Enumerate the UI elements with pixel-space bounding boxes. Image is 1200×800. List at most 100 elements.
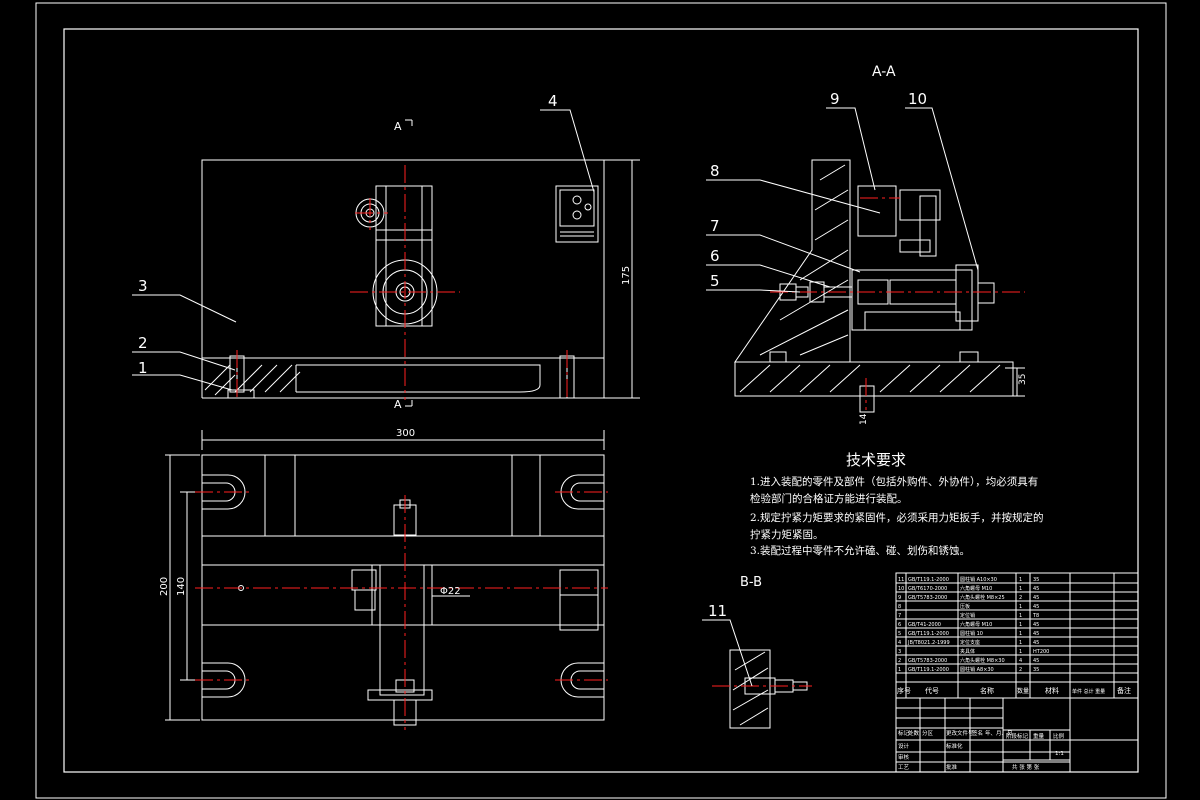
svg-text:审核: 审核 xyxy=(898,753,910,761)
fit-note: Φ22 xyxy=(440,586,461,597)
balloon-9: 9 xyxy=(830,90,840,108)
svg-text:45: 45 xyxy=(1033,604,1039,610)
svg-text:2: 2 xyxy=(898,658,901,664)
dim-175: 175 xyxy=(621,266,632,285)
svg-text:GB/T41-2000: GB/T41-2000 xyxy=(908,622,941,628)
svg-text:圆柱销 A10×30: 圆柱销 A10×30 xyxy=(960,576,997,583)
dim-140: 140 xyxy=(176,577,187,596)
svg-text:名称: 名称 xyxy=(980,686,994,695)
svg-text:材料: 材料 xyxy=(1045,686,1059,695)
dim-35: 35 xyxy=(1018,374,1028,385)
svg-text:1: 1 xyxy=(1019,586,1022,592)
svg-text:六角头螺栓 M8×25: 六角头螺栓 M8×25 xyxy=(960,594,1005,601)
top-centerlines xyxy=(195,491,608,730)
balloon-7: 7 xyxy=(710,217,720,235)
svg-text:1: 1 xyxy=(1019,577,1022,583)
svg-text:45: 45 xyxy=(1033,640,1039,646)
balloon-4: 4 xyxy=(548,92,558,110)
svg-text:定位销: 定位销 xyxy=(960,612,975,619)
balloon-3: 3 xyxy=(138,277,148,295)
svg-text:圆柱销 A8×30: 圆柱销 A8×30 xyxy=(960,666,994,673)
svg-text:夹具体: 夹具体 xyxy=(960,648,975,655)
svg-text:4: 4 xyxy=(1019,658,1022,664)
tech-req-line2: 2.规定拧紧力矩要求的紧固件，必须采用力矩扳手，并按规定的 xyxy=(750,512,1044,524)
tech-req-line1b: 检验部门的合格证方能进行装配。 xyxy=(750,493,908,505)
svg-text:11: 11 xyxy=(898,577,904,583)
svg-text:GB/T119.1-2000: GB/T119.1-2000 xyxy=(908,667,949,673)
svg-text:1:1: 1:1 xyxy=(1055,751,1064,757)
svg-text:2: 2 xyxy=(1019,595,1022,601)
svg-text:阶段标记: 阶段标记 xyxy=(1006,732,1029,740)
svg-text:1: 1 xyxy=(898,667,901,673)
svg-text:35: 35 xyxy=(1033,577,1039,583)
svg-text:GB/T119.1-2000: GB/T119.1-2000 xyxy=(908,631,949,637)
svg-text:GB/T5783-2000: GB/T5783-2000 xyxy=(908,658,947,664)
svg-text:签名: 签名 xyxy=(972,729,983,737)
svg-text:1: 1 xyxy=(1019,649,1022,655)
svg-text:4: 4 xyxy=(898,640,901,646)
bom-row: 2 GB/T5783-2000 六角头螺栓 M8×30 4 45 xyxy=(898,657,1039,664)
svg-text:批准: 批准 xyxy=(946,763,958,771)
balloon-leaders xyxy=(132,107,979,687)
svg-text:3: 3 xyxy=(898,649,901,655)
svg-text:10: 10 xyxy=(898,586,904,592)
svg-text:45: 45 xyxy=(1033,658,1039,664)
svg-text:1: 1 xyxy=(1019,604,1022,610)
svg-text:重量: 重量 xyxy=(1033,732,1045,740)
dim-200: 200 xyxy=(159,577,170,596)
svg-text:标准化: 标准化 xyxy=(946,742,963,750)
svg-text:1: 1 xyxy=(1019,640,1022,646)
balloon-1: 1 xyxy=(138,359,148,377)
svg-text:单件 总计 重量: 单件 总计 重量 xyxy=(1072,688,1105,695)
top-view xyxy=(165,430,605,726)
svg-text:六角螺母 M10: 六角螺母 M10 xyxy=(960,585,992,592)
svg-text:HT200: HT200 xyxy=(1033,649,1049,655)
section-aa-label: A-A xyxy=(872,64,896,80)
svg-text:工艺: 工艺 xyxy=(898,764,910,771)
svg-text:35: 35 xyxy=(1033,667,1039,673)
svg-text:1: 1 xyxy=(1019,622,1022,628)
cut-mark-bottom: A xyxy=(394,398,402,411)
svg-text:备注: 备注 xyxy=(1117,686,1131,695)
front-view xyxy=(201,159,640,399)
svg-text:8: 8 xyxy=(898,604,901,610)
tech-req-line2b: 拧紧力矩紧固。 xyxy=(750,529,824,541)
svg-text:45: 45 xyxy=(1033,631,1039,637)
svg-text:更改文件号: 更改文件号 xyxy=(946,729,974,737)
svg-text:六角螺母 M10: 六角螺母 M10 xyxy=(960,621,992,628)
svg-text:六角头螺栓 M8×30: 六角头螺栓 M8×30 xyxy=(960,657,1005,664)
svg-text:圆柱销 10: 圆柱销 10 xyxy=(960,630,983,637)
inner-border xyxy=(63,28,1139,773)
tech-req-line3: 3.装配过程中零件不允许磕、碰、划伤和锈蚀。 xyxy=(750,545,971,557)
tech-req-line1: 1.进入装配的零件及部件（包括外购件、外协件），均必须具有 xyxy=(750,476,1039,488)
svg-text:年、月、日: 年、月、日 xyxy=(985,729,1013,737)
svg-text:设计: 设计 xyxy=(898,742,910,750)
title-block-grid xyxy=(895,572,1139,773)
cut-mark-top: A xyxy=(394,120,402,133)
svg-text:2: 2 xyxy=(1019,667,1022,673)
svg-text:9: 9 xyxy=(898,595,901,601)
balloon-10: 10 xyxy=(908,90,927,108)
svg-text:45: 45 xyxy=(1033,622,1039,628)
tech-req-title: 技术要求 xyxy=(846,451,907,469)
dim-14: 14 xyxy=(859,413,869,425)
bom-header: 序号 代号 名称 数量 材料 单件 总计 重量 备注 xyxy=(897,686,1131,695)
svg-text:T8: T8 xyxy=(1032,613,1039,619)
svg-text:比例: 比例 xyxy=(1053,732,1065,740)
section-bb-label: B-B xyxy=(740,575,762,590)
balloon-2: 2 xyxy=(138,334,148,352)
svg-text:代号: 代号 xyxy=(925,686,939,695)
balloon-5: 5 xyxy=(710,272,720,290)
bom-row: 1 GB/T119.1-2000 圆柱销 A8×30 2 35 xyxy=(898,666,1039,673)
svg-text:序号: 序号 xyxy=(897,686,911,695)
